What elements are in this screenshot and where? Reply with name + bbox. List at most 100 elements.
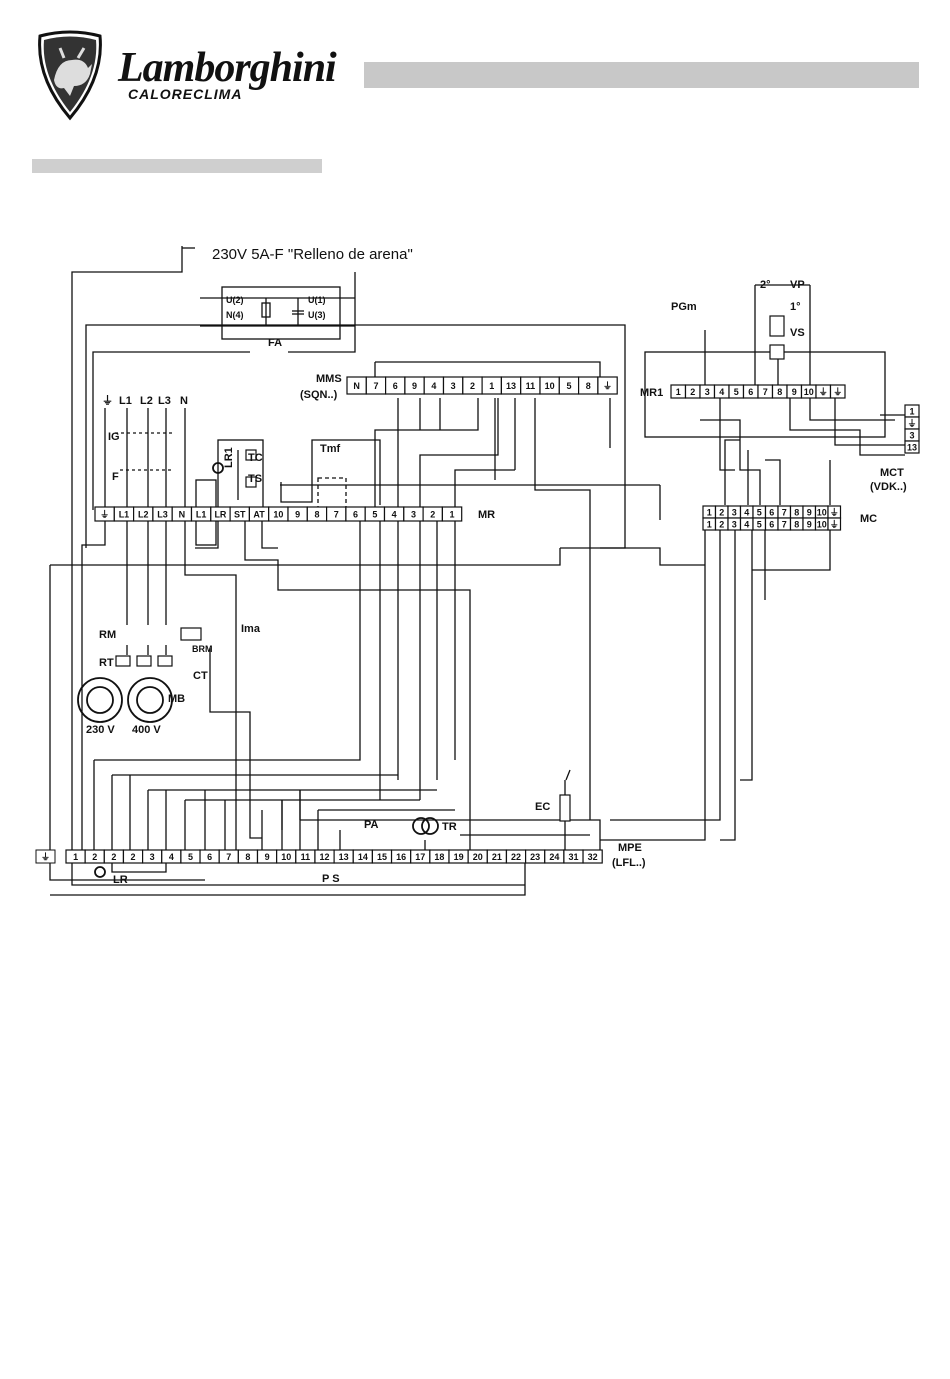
- terminal-number: 10: [273, 510, 283, 520]
- terminal-number: 2: [92, 852, 97, 862]
- terminal-number: ⏚: [830, 508, 839, 518]
- label-u1: U(1): [308, 295, 326, 305]
- motor-symbols: [77, 462, 439, 878]
- label-ig: IG: [108, 431, 120, 443]
- mpe-ground-terminal: [35, 849, 56, 864]
- terminal-number: 11: [301, 852, 311, 862]
- terminal-number: ⏚: [830, 520, 839, 530]
- terminal-number: 9: [412, 381, 417, 391]
- terminal-number: 4: [744, 520, 749, 530]
- brand-subtitle: CALORECLIMA: [128, 86, 243, 102]
- terminal-number: 9: [295, 510, 300, 520]
- terminal-number: 9: [265, 852, 270, 862]
- supply-label: ⏚: [102, 394, 113, 407]
- terminal-number: 10: [817, 508, 827, 518]
- label-lr1: LR1: [223, 447, 235, 468]
- component-boxes: [115, 315, 785, 822]
- terminal-number: 13: [907, 443, 917, 453]
- terminal-number: 7: [334, 510, 339, 520]
- label-ec: EC: [535, 801, 550, 813]
- terminal-number: 8: [245, 852, 250, 862]
- terminal-number: 14: [358, 852, 368, 862]
- terminal-number: 9: [807, 508, 812, 518]
- terminal-number: ⏚: [100, 510, 109, 520]
- terminal-number: ST: [234, 510, 246, 520]
- header-bar: [364, 62, 919, 88]
- terminal-number: L3: [157, 510, 168, 520]
- terminal-number: 1: [707, 520, 712, 530]
- terminal-cell: [582, 849, 603, 864]
- terminal-number: 1: [450, 510, 455, 520]
- label-mct: MCT: [880, 467, 904, 479]
- terminal-number: 2: [131, 852, 136, 862]
- label-mr1: MR1: [640, 387, 663, 399]
- terminal-number: 3: [732, 520, 737, 530]
- terminal-number: N: [353, 381, 360, 391]
- terminal-number: L1: [119, 510, 130, 520]
- terminal-number: 2: [111, 852, 116, 862]
- supply-label: L1: [119, 395, 132, 407]
- label-mct-sub: (VDK..): [870, 481, 907, 493]
- terminal-number: 1: [73, 852, 78, 862]
- terminal-number: 19: [454, 852, 464, 862]
- terminal-number: 8: [777, 387, 782, 397]
- terminal-number: 1: [489, 381, 494, 391]
- terminal-number: 8: [794, 508, 799, 518]
- terminal-cell: [829, 384, 846, 399]
- mpe-ground-label: ⏚: [41, 852, 50, 862]
- terminal-cell: [597, 376, 618, 395]
- terminal-number: 5: [757, 520, 762, 530]
- label-pa: PA: [364, 819, 379, 831]
- label-mms-sub: (SQN..): [300, 389, 338, 401]
- label-400v: 400 V: [132, 724, 161, 736]
- terminal-number: 5: [372, 510, 377, 520]
- terminal-number: 13: [339, 852, 349, 862]
- terminal-number: ⏚: [819, 387, 828, 397]
- terminal-number: 8: [314, 510, 319, 520]
- terminal-number: 6: [207, 852, 212, 862]
- label-tr: TR: [442, 821, 457, 833]
- label-rm: RM: [99, 629, 116, 641]
- terminal-number: 7: [226, 852, 231, 862]
- supply-labels: ⏚ L1 L2 L3 N: [102, 394, 188, 407]
- terminal-number: 16: [396, 852, 406, 862]
- terminal-number: 17: [415, 852, 425, 862]
- label-tmf: Tmf: [320, 443, 341, 455]
- terminal-number: 7: [782, 520, 787, 530]
- terminal-number: 6: [769, 508, 774, 518]
- terminal-number: 5: [757, 508, 762, 518]
- section-title-bar: [32, 159, 322, 173]
- terminal-number: 5: [734, 387, 739, 397]
- terminal-number: 3: [732, 508, 737, 518]
- terminal-number: ⏚: [603, 381, 612, 391]
- label-2nd: 2°: [760, 279, 771, 291]
- terminal-number: 4: [392, 510, 397, 520]
- terminal-number: 2: [430, 510, 435, 520]
- label-1st: 1°: [790, 301, 801, 313]
- terminal-number: 4: [719, 387, 724, 397]
- brand-name: Lamborghini: [118, 45, 337, 91]
- terminal-number: 6: [353, 510, 358, 520]
- terminal-number: 2: [719, 508, 724, 518]
- label-mr: MR: [478, 509, 495, 521]
- terminal-number: 2: [470, 381, 475, 391]
- label-ct: CT: [193, 670, 208, 682]
- terminal-number: 3: [909, 431, 914, 441]
- label-ps: P S: [322, 873, 340, 885]
- terminal-number: 22: [511, 852, 521, 862]
- label-mc: MC: [860, 513, 877, 525]
- terminal-number: 5: [188, 852, 193, 862]
- terminal-number: 1: [676, 387, 681, 397]
- terminal-cell: [827, 517, 842, 531]
- terminal-number: LR: [214, 510, 226, 520]
- terminal-number: 32: [588, 852, 598, 862]
- supply-label: L3: [158, 395, 171, 407]
- label-230v: 230 V: [86, 724, 115, 736]
- terminal-number: 6: [393, 381, 398, 391]
- terminal-number: 24: [549, 852, 559, 862]
- terminal-number: 10: [804, 387, 814, 397]
- terminal-number: 4: [431, 381, 436, 391]
